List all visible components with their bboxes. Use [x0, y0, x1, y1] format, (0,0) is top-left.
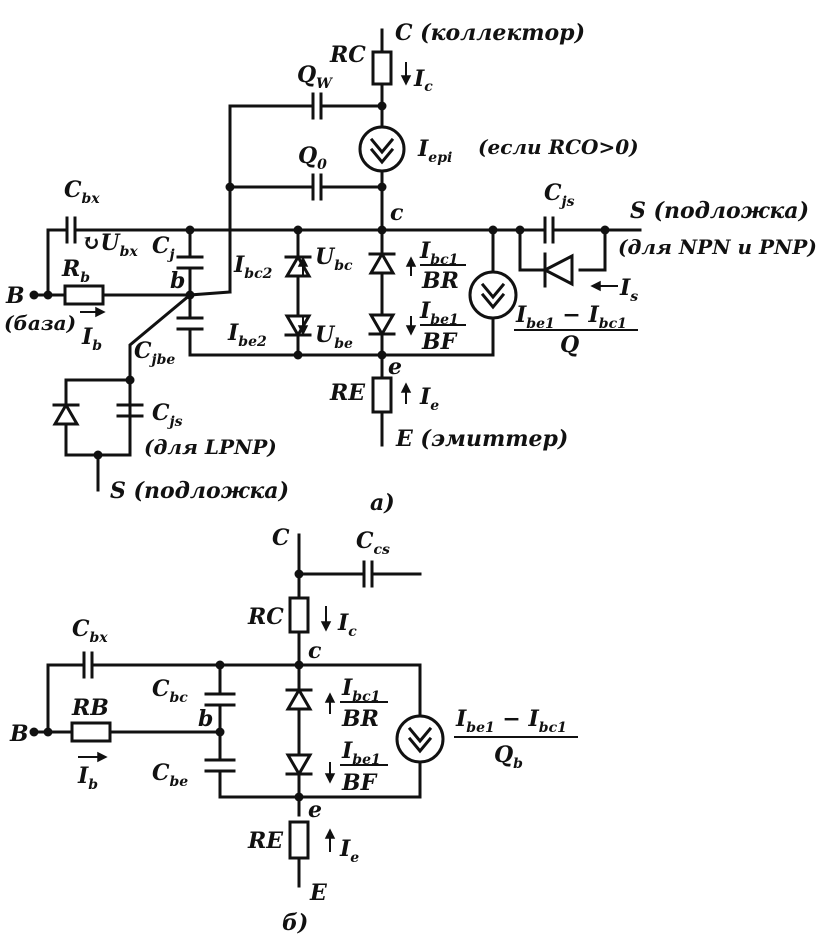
cbx-cap [65, 216, 77, 244]
substrate-diode-a [541, 253, 574, 287]
label-ccs: Ccs [356, 528, 390, 558]
node-e-b: e [308, 797, 322, 823]
substrate-lpnp-label: S (подложка) [110, 478, 289, 504]
collector-label-a: C (коллектор) [395, 20, 585, 46]
label-cbe: Cbe [152, 760, 188, 790]
label-transport-a: Ibe1 − Ibc1 [515, 302, 627, 332]
label-q0: Q0 [298, 143, 327, 173]
lpnp-note: (для LPNP) [144, 435, 277, 459]
node-b-b: b [198, 706, 213, 732]
resistor-rb-a [63, 284, 105, 306]
collector-label-b: C [272, 525, 290, 551]
cjbe-cap [176, 316, 204, 331]
label-ib-a: Ib [81, 324, 102, 354]
label-ibe1-bf-b: Ibe1 [341, 738, 381, 768]
node-c-a: c [390, 200, 404, 226]
label-cjs-a: Cjs [544, 180, 575, 210]
base-note: (база) [4, 311, 76, 335]
label-rc-a: RC [329, 42, 366, 68]
diagram-b: C Ccs RC Ic Cbx c Cbc b RB B Ib Cbe Ibc1… [9, 525, 578, 936]
label-ib-b: Ib [77, 763, 98, 793]
label-cbx-a: Cbx [64, 177, 100, 207]
label-ibc1-br: Ibc1 [419, 238, 458, 268]
caption-b: б) [282, 910, 308, 936]
diode-ibe1 [368, 313, 396, 337]
label-ibc2: Ibc2 [233, 252, 273, 282]
label-ibe2: Ibe2 [227, 320, 267, 350]
node-e-a: e [388, 354, 402, 380]
cbc-cap [204, 692, 236, 707]
current-arrows-b [78, 606, 336, 852]
label-is: Is [619, 275, 638, 305]
substrate-label-a: S (подложка) [630, 198, 809, 224]
label-ie-b: Ie [339, 836, 359, 866]
node-c-b: c [308, 638, 322, 664]
cjs-cap [543, 216, 555, 244]
label-rb-a: Rb [61, 256, 90, 286]
label-ic-a: Ic [413, 66, 433, 95]
emitter-label-a: E (эмиттер) [395, 426, 568, 452]
label-ubx: ↻Ubx [82, 230, 138, 260]
label-qw: QW [297, 62, 333, 92]
label-cjs-lpnp: Cjs [152, 400, 183, 430]
epi-condition: (если RCO>0) [478, 135, 639, 159]
cbx-cap-b [82, 651, 94, 679]
svg-text:BF: BF [341, 770, 378, 796]
svg-text:Qb: Qb [494, 742, 523, 772]
label-ic-b: Ic [337, 610, 357, 640]
label-cj: Cj [152, 233, 175, 263]
label-re-b: RE [247, 828, 284, 854]
svg-text:BR: BR [421, 268, 459, 294]
diagram-a: C (коллектор) RC Ic QW Iepi (если RCO>0)… [4, 20, 817, 516]
label-cbc: Cbc [152, 676, 188, 706]
label-ibe1-bf: Ibe1 [419, 298, 459, 328]
emitter-label-b: E [309, 880, 328, 906]
junction-dots-a [29, 101, 610, 460]
cbe-cap [204, 758, 236, 773]
label-cbx-b: Cbx [72, 616, 108, 646]
label-re-a: RE [329, 380, 366, 406]
current-source-iepi [358, 125, 406, 173]
base-label-a: B [5, 283, 25, 309]
diode-ibc1 [368, 251, 396, 275]
caption-a: а) [370, 490, 395, 516]
label-ie-a: Ie [419, 384, 439, 414]
junction-dots-b [29, 569, 304, 802]
resistor-rb-b [70, 721, 112, 743]
label-ibc1-br-b: Ibc1 [341, 675, 380, 705]
resistor-rc-a [371, 50, 393, 86]
label-rb-b: RB [71, 695, 109, 721]
resistor-re-b [288, 820, 310, 860]
label-ubc: Ubc [315, 244, 353, 274]
current-arrows-a [80, 62, 618, 404]
node-b-a: b [170, 268, 185, 294]
diode-ibc1-b [285, 687, 313, 711]
substrate-diode-lpnp [52, 402, 80, 426]
diode-ibe1-b [285, 753, 313, 777]
svg-text:Q: Q [560, 332, 579, 358]
ccs-cap [362, 560, 374, 588]
svg-text:BR: BR [341, 706, 379, 732]
base-label-b: B [9, 721, 29, 747]
label-iepi: Iepi [417, 136, 452, 166]
cj-cap [176, 255, 204, 270]
label-cjbe: Cjbe [134, 338, 175, 368]
resistor-rc-b [288, 596, 310, 634]
label-transport-b: Ibe1 − Ibc1 [455, 706, 567, 736]
svg-text:BF: BF [421, 329, 458, 355]
cjs-lpnp-cap [116, 403, 144, 418]
label-ube: Ube [315, 322, 353, 352]
substrate-note: (для NPN и PNP) [618, 235, 817, 259]
resistor-re-a [371, 376, 393, 414]
label-rc-b: RC [247, 604, 284, 630]
